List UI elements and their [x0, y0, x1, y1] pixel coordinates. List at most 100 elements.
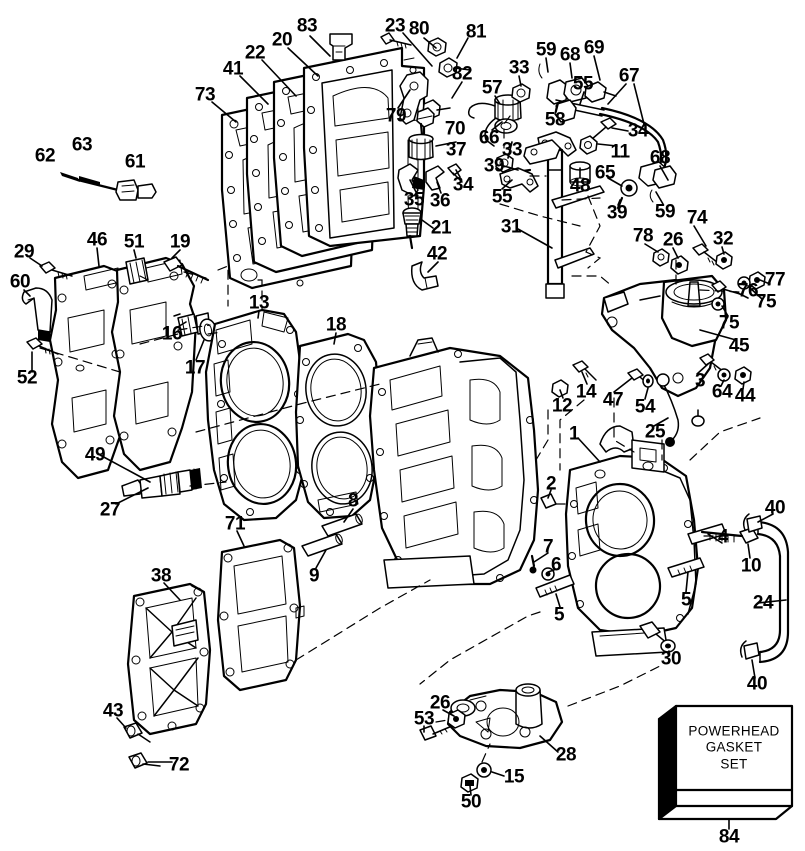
- callout-7: 7: [542, 536, 554, 558]
- callout-17: 17: [184, 357, 206, 379]
- callout-71: 71: [224, 513, 246, 535]
- callout-25: 25: [644, 421, 666, 443]
- callout-23: 23: [384, 15, 406, 37]
- callout-15: 15: [503, 766, 525, 788]
- part-78-nut: [652, 248, 670, 267]
- part-28-lower-bearing-housing: [446, 683, 564, 750]
- callout-31: 31: [500, 216, 522, 238]
- part-25-screw-top: [691, 409, 705, 427]
- callout-53: 53: [413, 708, 435, 730]
- callout-39-a: 39: [483, 155, 505, 177]
- callout-41: 41: [222, 58, 244, 80]
- callout-57: 57: [481, 77, 503, 99]
- part-44-nut: [734, 366, 752, 385]
- callout-12: 12: [551, 395, 573, 417]
- callout-63: 63: [71, 134, 93, 156]
- part-45-bearing-housing: [600, 274, 728, 398]
- callout-83: 83: [296, 15, 318, 37]
- part-3-bolt: [699, 353, 725, 373]
- callout-5-a: 5: [680, 589, 692, 611]
- part-54-washer: [642, 374, 654, 388]
- part-75-washer-b: [711, 297, 725, 311]
- callout-5-b: 5: [553, 604, 565, 626]
- callout-77: 77: [764, 269, 786, 291]
- callout-16: 16: [161, 323, 183, 345]
- part-83-fitting: [329, 33, 353, 61]
- callout-74: 74: [686, 207, 708, 229]
- part-20-exhaust-cover: [302, 46, 426, 248]
- callout-21: 21: [430, 217, 452, 239]
- callout-27: 27: [99, 499, 121, 521]
- callout-51: 51: [123, 231, 145, 253]
- callout-76: 76: [737, 280, 759, 302]
- part-8-dowel-pin: [321, 513, 363, 537]
- callout-68-b: 68: [649, 147, 671, 169]
- callout-4: 4: [717, 526, 729, 548]
- part-24-hose: [756, 520, 790, 664]
- callout-8: 8: [347, 490, 359, 512]
- part-5-stud-right: [667, 557, 705, 578]
- callout-59-a: 59: [535, 39, 557, 61]
- callout-58: 58: [544, 109, 566, 131]
- callout-61: 61: [124, 151, 146, 173]
- part-50-nut: [460, 773, 479, 793]
- part-18-cylinder-head-gasket: [294, 332, 382, 520]
- callout-55-b: 55: [491, 186, 513, 208]
- callout-80: 80: [408, 18, 430, 40]
- callout-66: 66: [478, 127, 500, 149]
- callout-52: 52: [16, 367, 38, 389]
- part-75-washer-a: [737, 276, 751, 290]
- assembly-guide-lines: [39, 115, 761, 763]
- callout-6: 6: [550, 554, 562, 576]
- callout-65: 65: [594, 162, 616, 184]
- part-64-washer: [717, 368, 731, 382]
- part-36-clip: [425, 165, 445, 191]
- callout-32: 32: [712, 228, 734, 250]
- callout-44: 44: [734, 385, 756, 407]
- callout-40-b: 40: [746, 673, 768, 695]
- callout-34-a: 34: [627, 120, 649, 142]
- callout-24: 24: [752, 592, 774, 614]
- part-23-screw: [380, 32, 412, 49]
- callout-46: 46: [86, 229, 108, 251]
- callout-26-b: 26: [429, 692, 451, 714]
- callout-19: 19: [169, 231, 191, 253]
- callout-82: 82: [451, 63, 473, 85]
- part-12-nut: [551, 379, 569, 398]
- callout-9: 9: [308, 565, 320, 587]
- part-14-bolt: [572, 360, 597, 381]
- callout-45: 45: [728, 335, 750, 357]
- callout-43: 43: [102, 700, 124, 722]
- part-46-cylinder-head: [48, 264, 136, 480]
- part-79-bracket: [399, 71, 429, 125]
- part-55-bracket-lower: [499, 167, 539, 193]
- callout-28: 28: [555, 744, 577, 766]
- callout-2: 2: [545, 473, 557, 495]
- callout-50: 50: [460, 791, 482, 813]
- callout-48: 48: [569, 175, 591, 197]
- callout-26-a: 26: [662, 229, 684, 251]
- callout-30: 30: [660, 648, 682, 670]
- part-80-nut: [427, 37, 447, 57]
- callout-75-b: 75: [718, 312, 740, 334]
- callout-10: 10: [740, 555, 762, 577]
- callout-40-a: 40: [764, 497, 786, 519]
- part-68-connector-lower: [652, 165, 677, 189]
- part-main-cylinder-block-center: [368, 337, 540, 589]
- leader-lines: [23, 32, 787, 830]
- callout-37: 37: [445, 139, 467, 161]
- callout-42: 42: [426, 243, 448, 265]
- part-34-screw-right: [591, 117, 617, 140]
- callout-69: 69: [583, 37, 605, 59]
- part-57-spring-retainer: [467, 94, 522, 147]
- callout-73: 73: [194, 84, 216, 106]
- part-21-sensor: [402, 207, 422, 250]
- callout-47: 47: [602, 389, 624, 411]
- part-59-clamp: [538, 63, 569, 105]
- callout-38: 38: [150, 565, 172, 587]
- part-1-crankcase: [564, 425, 700, 657]
- part-29-bolt: [39, 261, 73, 280]
- callout-13: 13: [248, 292, 270, 314]
- callout-33-b: 33: [501, 139, 523, 161]
